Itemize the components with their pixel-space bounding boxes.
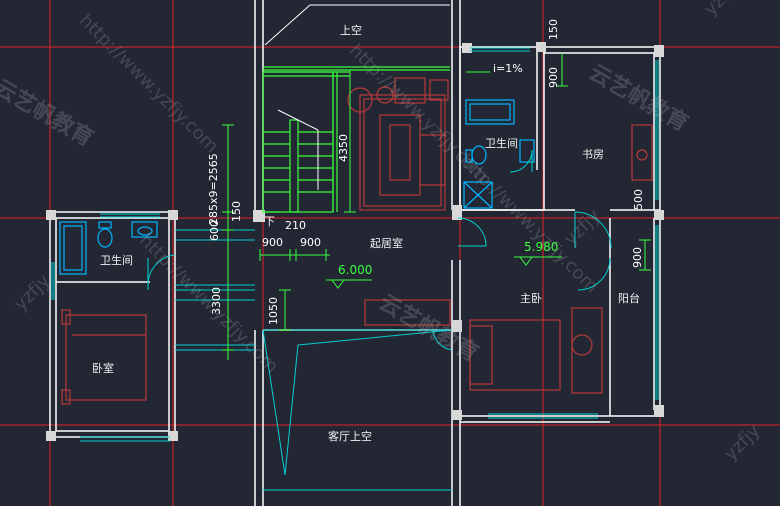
dimension-lines bbox=[222, 53, 651, 360]
stairs bbox=[262, 66, 450, 213]
study-furniture bbox=[631, 124, 653, 181]
door-swings bbox=[147, 149, 612, 351]
living-void-lines bbox=[262, 329, 453, 491]
room-label-bathroom-left: 卫生间 bbox=[100, 254, 133, 267]
room-label-family-room: 起居室 bbox=[370, 237, 403, 250]
stair-down-label: 下 bbox=[264, 215, 275, 228]
dim-900-a: 900 bbox=[262, 236, 283, 249]
dim-stair-total: 285x9=2565 bbox=[207, 153, 220, 225]
dim-slope: i=1% bbox=[493, 62, 523, 75]
level-master-bedroom: 5.980 bbox=[524, 240, 559, 254]
dim-210: 210 bbox=[285, 219, 306, 232]
room-label-void-top: 上空 bbox=[340, 24, 362, 37]
dim-600: 600 bbox=[208, 220, 221, 241]
level-family-room: 6.000 bbox=[338, 263, 373, 277]
dim-bath-900: 900 bbox=[547, 67, 560, 88]
dim-1050: 1050 bbox=[267, 297, 280, 325]
bedroom-furniture bbox=[61, 299, 603, 405]
room-label-bedroom: 卧室 bbox=[92, 362, 114, 375]
room-label-balcony: 阳台 bbox=[618, 292, 640, 305]
dim-study-500: 500 bbox=[632, 189, 645, 210]
windows bbox=[51, 47, 659, 442]
stair-arrow bbox=[277, 109, 319, 190]
room-label-study: 书房 bbox=[582, 148, 604, 161]
dim-150: 150 bbox=[230, 201, 243, 222]
dim-3300: 3300 bbox=[210, 287, 223, 315]
room-label-master-bedroom: 主卧 bbox=[520, 292, 542, 305]
dim-balcony-900: 900 bbox=[631, 247, 644, 268]
dim-bath-150: 150 bbox=[547, 19, 560, 40]
columns bbox=[46, 42, 664, 441]
dim-900-b: 900 bbox=[300, 236, 321, 249]
sofa-set bbox=[347, 77, 449, 211]
left-bathroom-fixtures bbox=[59, 221, 158, 275]
dim-stair-height: 4350 bbox=[337, 134, 350, 162]
room-label-bathroom-right: 卫生间 bbox=[485, 137, 518, 150]
top-void-lines bbox=[264, 4, 450, 46]
right-bathroom-fixtures bbox=[463, 99, 535, 209]
level-markers bbox=[326, 256, 562, 289]
room-label-living-void: 客厅上空 bbox=[328, 430, 372, 443]
